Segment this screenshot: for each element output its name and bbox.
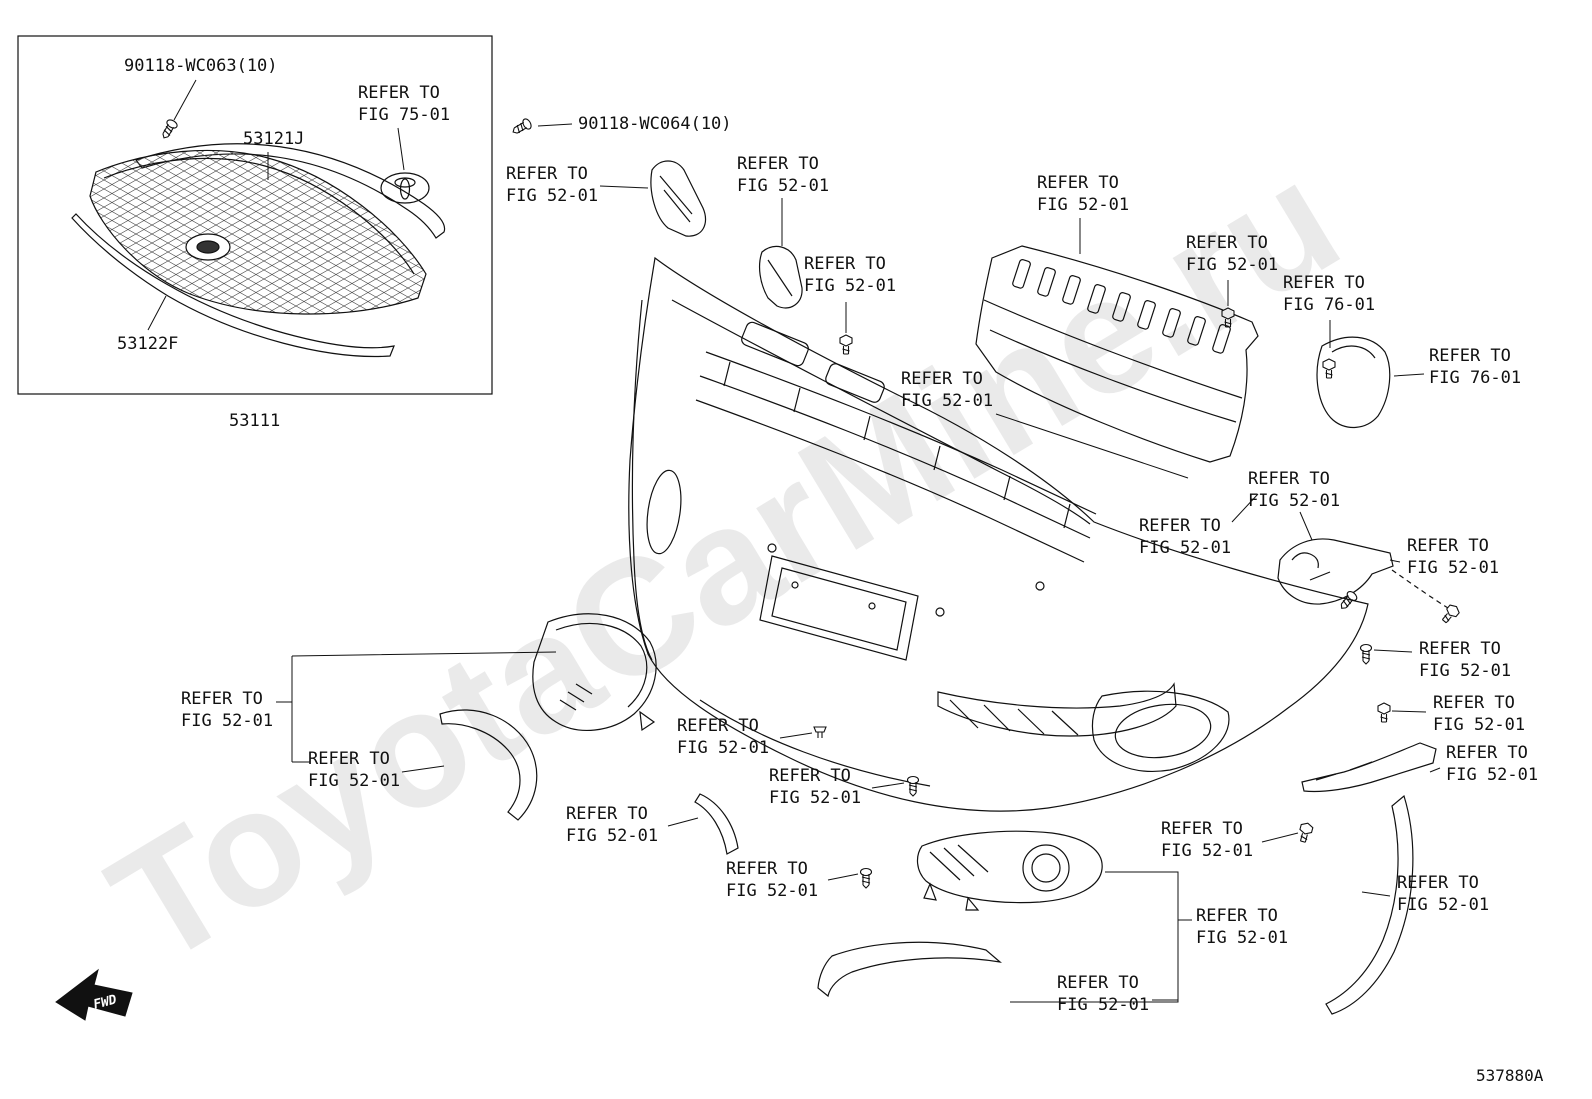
label-refer-fig52-01: REFER TO FIG 52-01 [506,164,599,206]
label-refer-fig52-01: REFER TO FIG 52-01 [1196,906,1289,948]
label-refer-fig52-01: REFER TO FIG 52-01 [1139,516,1232,558]
bolt-icon [1377,702,1391,723]
screw-icon [1359,643,1373,665]
label-refer-fig52-01: REFER TO FIG 52-01 [677,716,770,758]
label-refer-fig52-01: REFER TO FIG 52-01 [804,254,897,296]
label-refer-fig52-01: REFER TO FIG 52-01 [1057,973,1150,1015]
screw-icon [859,867,873,889]
fwd-arrow: FWD [55,968,133,1021]
bolt-icon [839,334,853,355]
bumper-reinforcement [695,351,1097,563]
label-part-90118-wc064: 90118-WC064(10) [578,114,732,134]
screw-icon [158,117,180,142]
label-refer-fig76-01: REFER TO FIG 76-01 [1429,346,1522,388]
fog-lamp-bezel-right [916,830,1103,911]
label-refer-fig52-01: REFER TO FIG 52-01 [1397,873,1490,915]
label-refer-fig52-01: REFER TO FIG 52-01 [1446,743,1539,785]
bolt-icon [1439,602,1462,626]
label-refer-fig52-01: REFER TO FIG 52-01 [901,369,994,411]
diagram-code: 537880A [1476,1066,1544,1085]
label-refer-fig52-01: REFER TO FIG 52-01 [1037,173,1130,215]
bolt-icon [1296,821,1315,844]
label-refer-fig52-01: REFER TO FIG 52-01 [1433,693,1526,735]
bumper-side-brackets [650,160,803,309]
label-refer-fig52-01: REFER TO FIG 52-01 [566,804,659,846]
label-refer-fig52-01: REFER TO FIG 52-01 [1248,469,1341,511]
label-refer-fig76-01: REFER TO FIG 76-01 [1283,273,1376,315]
screw-icon [1336,589,1360,613]
label-refer-fig52-01: REFER TO FIG 52-01 [1186,233,1279,275]
label-refer-fig52-01: REFER TO FIG 52-01 [769,766,862,808]
bumper-bracket-right-upper [1277,538,1449,609]
label-refer-fig52-01: REFER TO FIG 52-01 [1419,639,1512,681]
front-molding-left [439,709,538,821]
fog-lamp-bezel-left [532,613,657,732]
fwd-label: FWD [92,992,119,1012]
bumper-bracket-right-lower [1301,742,1437,793]
lower-garnish [817,941,1003,998]
label-part-53111: 53111 [229,411,281,431]
screw-icon [906,775,920,797]
label-refer-fig52-01: REFER TO FIG 52-01 [308,749,401,791]
label-refer-fig52-01: REFER TO FIG 52-01 [1161,819,1254,861]
bolt-icon [1322,358,1336,379]
front-bumper-cover [628,256,1369,812]
trim-strip [694,793,739,855]
label-part-53122f: 53122F [117,334,179,354]
bolt-icon [1221,307,1235,328]
label-refer-fig52-01: REFER TO FIG 52-01 [1407,536,1500,578]
leader-lines [147,79,1441,1003]
radiator-support-upper [975,245,1259,463]
toyota-emblem-icon [380,172,430,204]
label-refer-fig52-01: REFER TO FIG 52-01 [726,859,819,901]
label-refer-fig52-01: REFER TO FIG 52-01 [181,689,274,731]
clip-icon [813,726,827,739]
side-molding-right [1325,794,1414,1015]
label-part-90118-wc063: 90118-WC063(10) [124,56,278,76]
label-refer-fig52-01: REFER TO FIG 52-01 [737,154,830,196]
mudguard [1316,336,1391,428]
label-refer-fig75-01: REFER TO FIG 75-01 [358,83,451,125]
label-part-53121j: 53121J [243,129,305,149]
screw-icon [509,116,534,138]
grille-inset-box [17,35,493,395]
